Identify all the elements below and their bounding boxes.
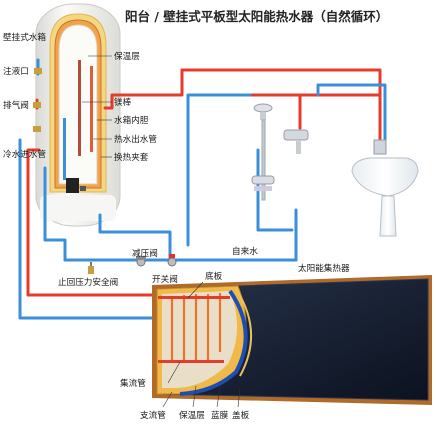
switch-valve [167,257,177,267]
shower-fixture [251,103,309,201]
magnesium-rod [78,60,81,156]
label-header-pipe: 集流管 [120,377,146,389]
fill-port [34,68,42,74]
wash-basin [351,139,419,237]
faucet [283,129,309,141]
label-hot-out: 热水出水管 [114,133,157,145]
header-pipe [158,296,230,299]
label-vent-valve: 排气阀 [3,99,29,111]
label-bottom-plate: 底板 [205,270,223,282]
leader-lines [82,55,241,408]
basin-pedestal [379,195,397,237]
label-heat-exchange: 换热夹套 [114,151,149,163]
label-pressure-valve: 减压阀 [132,247,158,259]
pipe-network [18,58,387,320]
solar-collector [152,275,432,405]
diagram-title: 阳台 / 壁挂式平板型太阳能热水器（自然循环） [125,9,388,24]
shower-head [253,103,273,113]
labels: 壁挂式水箱 注液口 排气阀 冷水进水管 保温层 镁棒 水箱内胆 热水出水管 换热… [3,31,350,421]
control-box [66,178,79,193]
label-branch-pipe: 支流管 [140,409,166,421]
vent-valve [33,102,41,108]
label-cold-in: 冷水进水管 [3,148,46,160]
label-switch-valve: 开关阀 [152,273,178,285]
label-inner-tank: 水箱内胆 [114,114,149,126]
blue-film [179,289,248,396]
hot-outlet-pipe [90,66,93,152]
label-fill-port: 注液口 [3,65,29,77]
label-tap-water: 自来水 [232,245,258,257]
label-blue-film: 蓝膜 [211,409,229,421]
label-cover-plate: 盖板 [232,409,250,421]
label-collector: 太阳能集热器 [298,262,350,274]
label-insulation-top: 保温层 [114,50,140,62]
label-mg-rod: 镁棒 [114,96,132,108]
water-tank [35,3,121,227]
label-insulation-bottom: 保温层 [179,409,205,421]
label-check-valve: 止回压力安全阀 [58,276,118,288]
check-valve [88,266,94,274]
valves [33,68,177,274]
label-wall-tank: 壁挂式水箱 [3,31,46,43]
